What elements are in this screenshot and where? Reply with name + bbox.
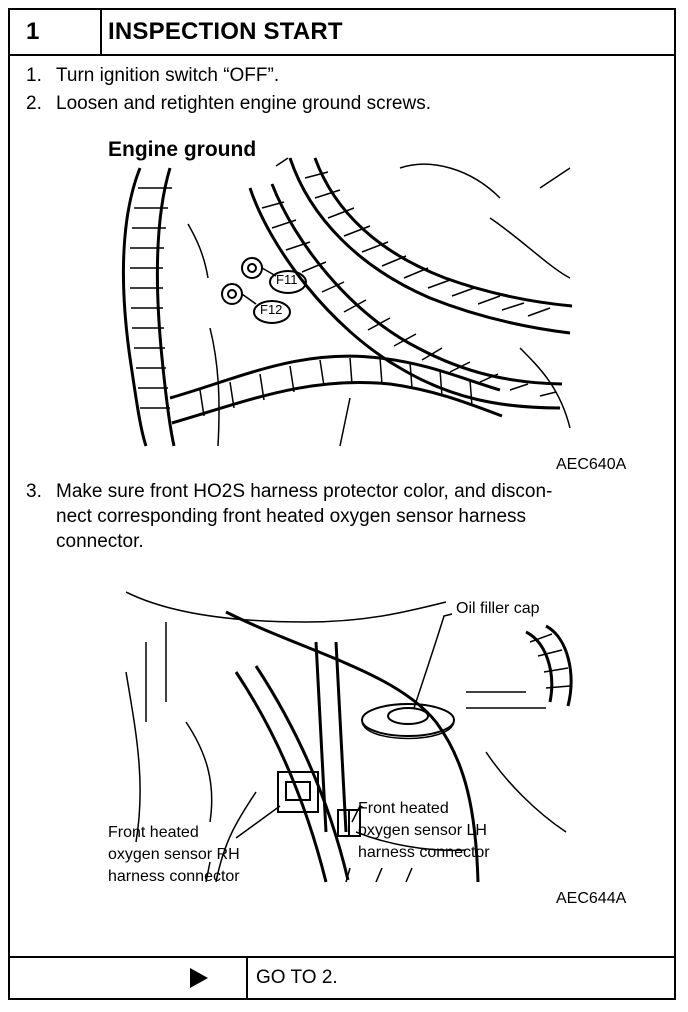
step-2-number: 2. [26, 93, 42, 114]
oil-filler-cap-label: Oil filler cap [456, 600, 540, 617]
ho2s-connector-drawing [125, 591, 573, 883]
ho2s-connector-figure: Oil filler cap [106, 582, 576, 892]
step-number: 1 [10, 10, 102, 54]
engine-ground-figure: Engine ground F11 F12 [100, 128, 580, 448]
step-3-line-1: Make sure front HO2S harness protector c… [56, 481, 553, 502]
step-1-text: Turn ignition switch “OFF”. [56, 65, 280, 86]
lh-connector-line-1: Front heated [358, 800, 449, 817]
f12-label: F12 [260, 302, 283, 317]
lh-connector-line-2: oxygen sensor LH [358, 822, 487, 839]
rh-connector-line-1: Front heated [108, 824, 199, 841]
table-header: 1 INSPECTION START [10, 10, 674, 56]
right-arrow-icon [190, 968, 208, 988]
figure1-code: AEC640A [556, 456, 627, 473]
step-3-line-2: nect corresponding front heated oxygen s… [56, 506, 527, 527]
engine-ground-caption: Engine ground [108, 138, 257, 161]
f11-label: F11 [276, 272, 298, 287]
rh-connector-line-3: harness connector [108, 868, 240, 885]
figure2-code: AEC644A [556, 890, 627, 907]
step-title: INSPECTION START [108, 18, 343, 45]
rh-connector-label: Front heated oxygen sensor RH harness co… [108, 822, 240, 888]
table-footer: GO TO 2. [10, 956, 674, 998]
step-3: 3. Make sure front HO2S harness protecto… [26, 480, 646, 554]
step-3-line-3: connector. [56, 531, 144, 552]
step-3-number: 3. [26, 481, 42, 502]
lh-connector-label: Front heated oxygen sensor LH harness co… [358, 798, 490, 864]
step-2: 2. Loosen and retighten engine ground sc… [26, 92, 646, 116]
inspection-table: 1 INSPECTION START 1. Turn ignition swit… [8, 8, 676, 1000]
goto-next-step: GO TO 2. [256, 967, 338, 988]
step-1-number: 1. [26, 65, 42, 86]
step-2-text: Loosen and retighten engine ground screw… [56, 93, 431, 114]
step-1: 1. Turn ignition switch “OFF”. [26, 64, 646, 88]
footer-arrow-cell [10, 958, 248, 998]
rh-connector-line-2: oxygen sensor RH [108, 846, 240, 863]
lh-connector-line-3: harness connector [358, 844, 490, 861]
engine-ground-drawing [121, 157, 573, 447]
